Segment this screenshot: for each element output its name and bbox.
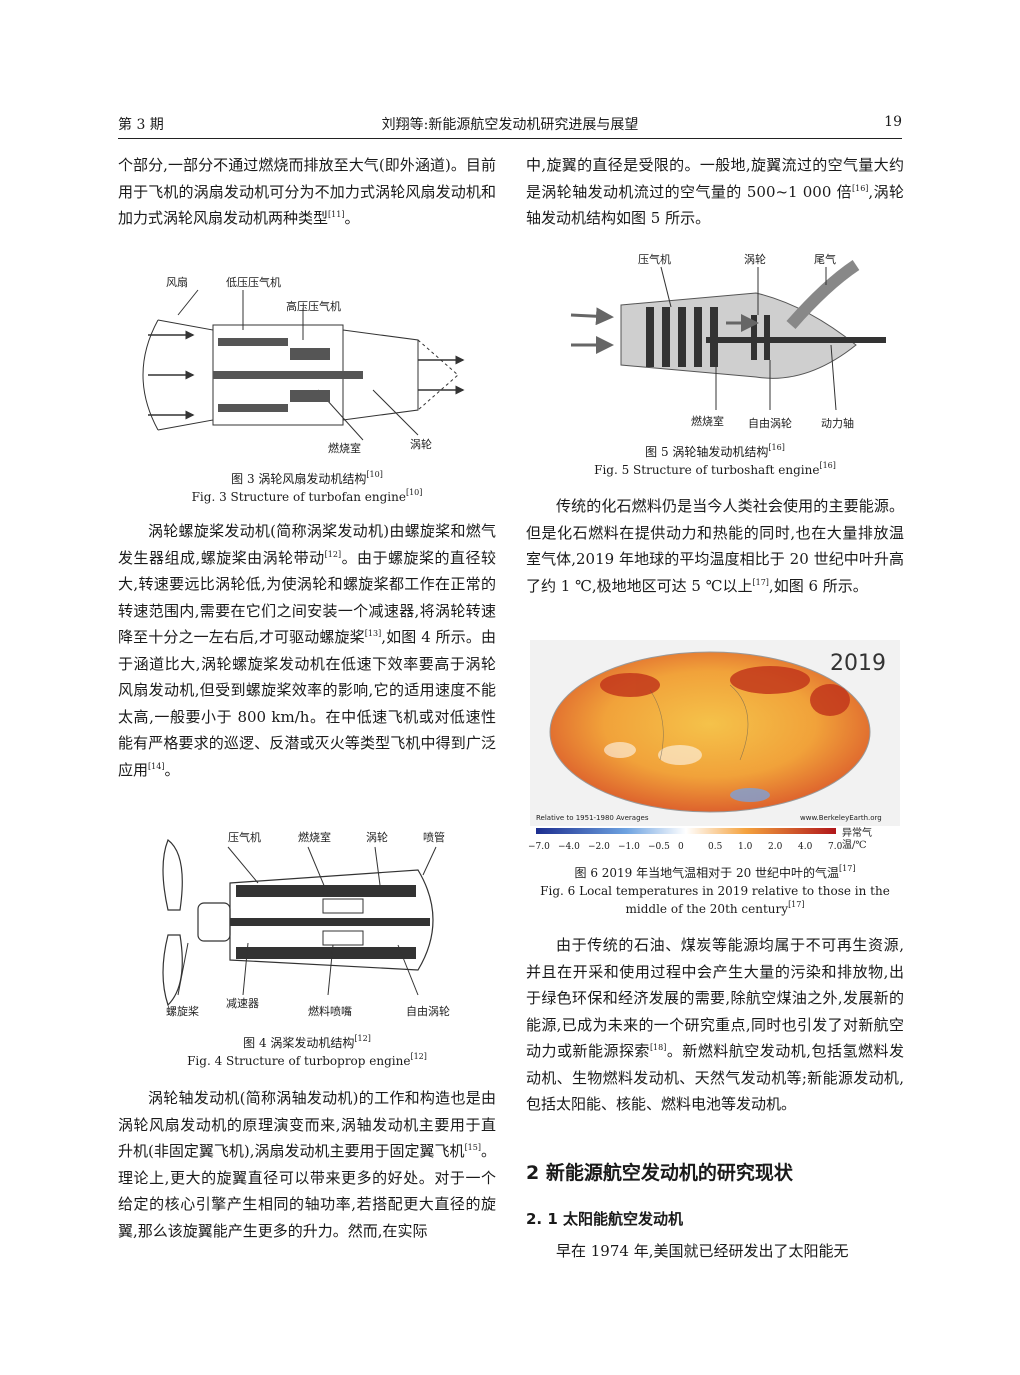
left-column-2: 涡轮螺旋桨发动机(简称涡桨发动机)由螺旋桨和燃气发生器组成,螺旋桨由涡轮带动[1…: [118, 518, 496, 783]
colorbar-tick-label: 0.5: [708, 842, 723, 852]
paragraph-solar-start: 早在 1974 年,美国就已经研发出了太阳能无: [556, 1242, 849, 1260]
label-fan: 风扇: [166, 275, 188, 289]
map-year: 2019: [830, 651, 886, 676]
svg-text:异常气: 异常气: [842, 826, 872, 839]
colorbar-tick-label: −2.0: [588, 842, 610, 852]
right-column: 中,旋翼的直径是受限的。一般地,旋翼流过的空气量大约是涡轮轴发动机流过的空气量的…: [526, 152, 904, 232]
label-exhaust: 尾气: [814, 252, 836, 266]
running-title: 刘翔等:新能源航空发动机研究进展与展望: [381, 117, 639, 133]
figure-5: 压气机 涡轮 尾气 燃烧室 自由涡轮 动力轴 图 5 涡轮轴发动机结构[16] …: [526, 245, 904, 477]
colorbar-tick-label: 0: [678, 842, 684, 852]
paragraph-new-energy: 由于传统的石油、煤炭等能源均属于不可再生资源,并且在开采和使用过程中会产生大量的…: [526, 936, 904, 1113]
right-column-4: 早在 1974 年,美国就已经研发出了太阳能无: [526, 1238, 904, 1265]
colorbar: 异常气 温/℃: [536, 826, 872, 851]
svg-text:温/℃: 温/℃: [842, 839, 867, 850]
subsection-heading-2-1: 2. 1 太阳能航空发动机: [526, 1210, 684, 1228]
label-power-shaft: 动力轴: [821, 416, 854, 430]
section-heading-2: 2 新能源航空发动机的研究现状: [526, 1162, 793, 1184]
label-hpc: 高压压气机: [286, 299, 341, 313]
right-column-3: 由于传统的石油、煤炭等能源均属于不可再生资源,并且在开采和使用过程中会产生大量的…: [526, 932, 904, 1118]
label-propeller: 螺旋桨: [166, 1004, 199, 1018]
figure-3: 风扇 低压压气机 高压压气机 燃烧室 涡轮 图 3 涡轮风扇发动机结构[10] …: [118, 270, 496, 510]
left-column: 个部分,一部分不通过燃烧而排放至大气(即外涵道)。目前用于飞机的涡扇发动机可分为…: [118, 152, 496, 232]
label-combustor: 燃烧室: [328, 441, 361, 455]
paragraph-turboprop: 涡轮螺旋桨发动机(简称涡桨发动机)由螺旋桨和燃气发生器组成,螺旋桨由涡轮带动[1…: [118, 522, 496, 779]
fig4-caption-cn: 图 4 涡桨发动机结构[12]: [243, 1034, 371, 1051]
colorbar-tick-label: −4.0: [558, 842, 580, 852]
label-gearbox: 减速器: [226, 997, 259, 1010]
fig5-caption-en: Fig. 5 Structure of turboshaft engine[16…: [594, 461, 836, 478]
label-free-turbine: 自由涡轮: [406, 1004, 450, 1018]
paragraph-rotor: 中,旋翼的直径是受限的。一般地,旋翼流过的空气量大约是涡轮轴发动机流过的空气量的…: [526, 156, 904, 227]
paragraph-turbofan-end: 个部分,一部分不通过燃烧而排放至大气(即外涵道)。目前用于飞机的涡扇发动机可分为…: [118, 156, 496, 227]
paragraph-turboshaft: 涡轮轴发动机(简称涡轴发动机)的工作和构造也是由涡轮风扇发动机的原理演变而来,涡…: [118, 1089, 496, 1240]
fig3-caption-en: Fig. 3 Structure of turbofan engine[10]: [191, 488, 423, 505]
figure-6: 2019 Relative to 1951-1980 Averages www.…: [528, 640, 900, 920]
fig6-caption-en-1: Fig. 6 Local temperatures in 2019 relati…: [540, 884, 890, 898]
colorbar-ticks: −7.0 −4.0 −2.0 −1.0 −0.5 0 0.5 1.0 2.0 4.0 7.0: [528, 842, 843, 854]
colorbar-tick-label: 1.0: [738, 842, 753, 852]
map-source: www.BerkeleyEarth.org: [800, 814, 882, 822]
page-number: 19: [884, 114, 902, 130]
turboshaft-diagram: 压气机 涡轮 尾气 燃烧室 自由涡轮 动力轴: [570, 252, 886, 430]
label-compressor: 压气机: [638, 252, 671, 266]
right-column-2: 传统的化石燃料仍是当今人类社会使用的主要能源。但是化石燃料在提供动力和热能的同时…: [526, 493, 904, 599]
turbofan-diagram: 风扇 低压压气机 高压压气机 燃烧室 涡轮: [142, 275, 465, 455]
fig4-caption-en: Fig. 4 Structure of turboprop engine[12]: [187, 1052, 427, 1069]
fig5-caption-cn: 图 5 涡轮轴发动机结构[16]: [645, 443, 785, 460]
temperature-map: 2019 Relative to 1951-1980 Averages www.…: [530, 640, 900, 826]
label-lpc: 低压压气机: [226, 275, 281, 289]
running-header: 第 3 期 刘翔等:新能源航空发动机研究进展与展望 19: [118, 112, 902, 139]
fig3-caption-cn: 图 3 涡轮风扇发动机结构[10]: [231, 470, 383, 487]
left-column-3: 涡轮轴发动机(简称涡轴发动机)的工作和构造也是由涡轮风扇发动机的原理演变而来,涡…: [118, 1085, 496, 1244]
colorbar-tick-label: −7.0: [528, 842, 550, 852]
fig6-caption-cn: 图 6 2019 年当地气温相对于 20 世纪中叶的气温[17]: [574, 864, 856, 881]
label-injector: 燃料喷嘴: [308, 1004, 352, 1018]
label-combustor: 燃烧室: [691, 414, 724, 428]
map-relative-note: Relative to 1951-1980 Averages: [536, 814, 649, 822]
fig6-caption-en-2: middle of the 20th century[17]: [625, 900, 805, 917]
colorbar-tick-label: 4.0: [798, 842, 813, 852]
colorbar-tick-label: 2.0: [768, 842, 783, 852]
label-compressor: 压气机: [228, 830, 261, 844]
colorbar-tick-label: 7.0: [828, 842, 843, 852]
label-nozzle: 喷管: [423, 830, 445, 844]
colorbar-tick-label: −0.5: [648, 842, 670, 852]
colorbar-tick-label: −1.0: [618, 842, 640, 852]
label-turbine: 涡轮: [410, 437, 432, 451]
turboprop-diagram: 压气机 燃烧室 涡轮 喷管 螺旋桨 减速器 燃料喷嘴 自由涡轮: [162, 830, 450, 1018]
label-combustor: 燃烧室: [298, 830, 331, 844]
label-free-turbine: 自由涡轮: [748, 416, 792, 430]
label-turbine: 涡轮: [744, 252, 766, 266]
issue-number: 第 3 期: [118, 117, 164, 133]
paragraph-fossil-fuels: 传统的化石燃料仍是当今人类社会使用的主要能源。但是化石燃料在提供动力和热能的同时…: [526, 497, 904, 595]
label-turbine: 涡轮: [366, 830, 388, 844]
figure-4: 压气机 燃烧室 涡轮 喷管 螺旋桨 减速器 燃料喷嘴 自由涡轮 图 4 涡桨发动…: [118, 825, 496, 1070]
